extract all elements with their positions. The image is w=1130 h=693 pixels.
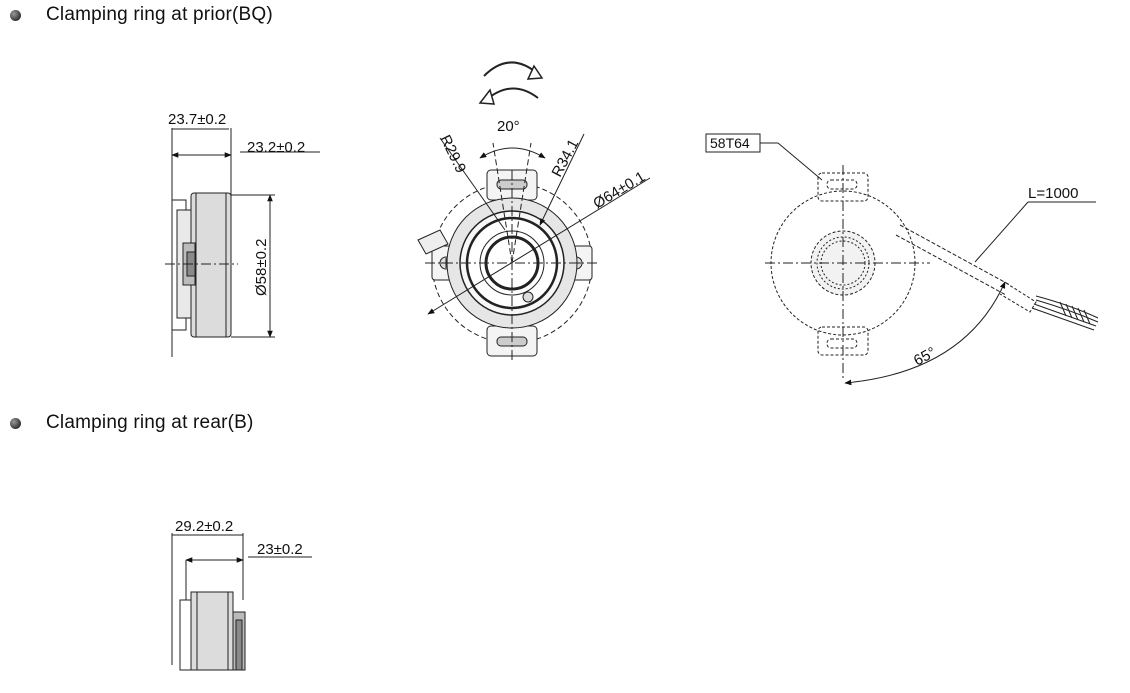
dim-b-width-body: 23±0.2 bbox=[257, 541, 303, 558]
model-tag: 58T64 bbox=[710, 135, 750, 151]
dim-cable-angle: 65° bbox=[911, 344, 939, 370]
dim-front-angle: 20° bbox=[497, 118, 520, 135]
front-view bbox=[417, 61, 651, 360]
bullet-icon bbox=[10, 9, 21, 21]
dim-bq-diameter: Ø58±0.2 bbox=[253, 239, 270, 296]
section-title-bq: Clamping ring at prior(BQ) bbox=[46, 4, 273, 25]
dim-bq-width-overall: 23.7±0.2 bbox=[168, 111, 226, 128]
section-heading-bq: Clamping ring at prior(BQ) bbox=[10, 4, 273, 26]
dim-front-r-outer: R34.1 bbox=[549, 137, 583, 180]
bullet-icon bbox=[10, 417, 21, 429]
dim-front-diameter: Ø64±0.1 bbox=[590, 168, 648, 212]
dim-b-width-overall: 29.2±0.2 bbox=[175, 518, 233, 535]
section-title-b: Clamping ring at rear(B) bbox=[46, 412, 254, 433]
dim-cable-length: L=1000 bbox=[1028, 185, 1078, 202]
dim-bq-width-body: 23.2±0.2 bbox=[247, 139, 305, 156]
dim-front-r-inner: R29.9 bbox=[436, 132, 469, 175]
side-view-b bbox=[171, 533, 312, 671]
side-view-bq bbox=[165, 128, 320, 357]
section-heading-b: Clamping ring at rear(B) bbox=[10, 412, 254, 434]
rear-view bbox=[705, 133, 1099, 386]
